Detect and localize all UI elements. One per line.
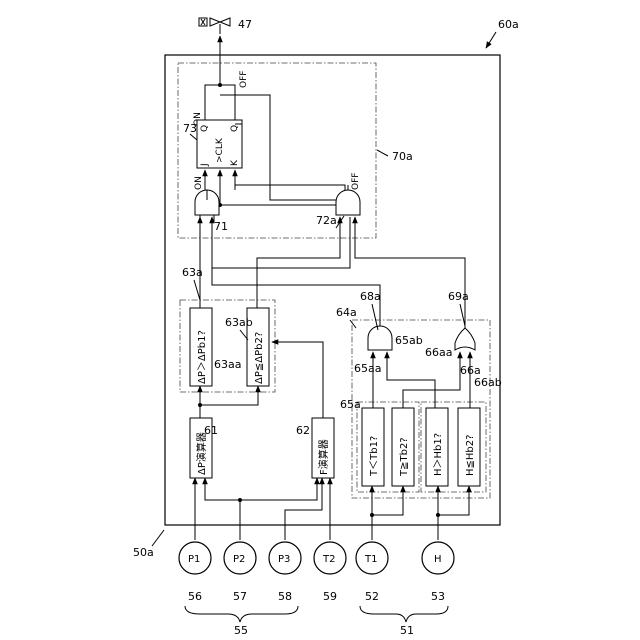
ref-50a: 50a — [133, 546, 154, 559]
text-h-gt-hb1: H＞Hb1? — [433, 433, 444, 476]
ref-51: 51 — [400, 624, 414, 637]
label-off-top: OFF — [239, 71, 249, 88]
line-63ab-to-72a — [257, 217, 340, 308]
output-line-on — [205, 36, 220, 120]
line-66aa-to-68a — [387, 352, 435, 408]
text-dp-le-pb2: ΔP≦ΔPb2? — [254, 332, 265, 384]
output-line-off — [220, 85, 235, 120]
junction-h — [436, 513, 440, 517]
sensor-p2-label: P2 — [233, 554, 245, 565]
text-dp-calc: ΔP演算器 — [195, 432, 208, 475]
ref-65aa: 65aa — [354, 362, 381, 375]
brace-51 — [360, 606, 448, 622]
ref-62: 62 — [296, 424, 310, 437]
sensor-p1-label: P1 — [188, 554, 200, 565]
sensor-h-label: H — [434, 554, 442, 565]
line-t1-b — [372, 486, 403, 515]
junction-t1 — [370, 513, 374, 517]
ref-71: 71 — [214, 220, 228, 233]
line-69a-to-72a — [355, 217, 465, 335]
ff-qbar: Q — [230, 125, 240, 132]
line-62-to-63ab — [272, 342, 323, 418]
ref-61: 61 — [204, 424, 218, 437]
k-input-route — [205, 185, 345, 193]
ref-56: 56 — [188, 590, 202, 603]
sensor-t1: T1 — [356, 542, 388, 574]
ref-66aa: 66aa — [425, 346, 452, 359]
ref-63a: 63a — [182, 266, 203, 279]
leader-50a — [152, 530, 164, 546]
and-gate-68a — [368, 326, 392, 350]
sensor-t2: T2 — [314, 542, 346, 574]
brace-55 — [185, 606, 298, 622]
and-gate-72a — [336, 190, 360, 215]
text-t-lt-tb1: T＜Tb1? — [369, 436, 380, 477]
line-61-to-63ab — [200, 386, 258, 405]
sensor-p3: P3 — [269, 542, 301, 574]
ref-63ab: 63ab — [225, 316, 253, 329]
ref-60a: 60a — [498, 18, 519, 31]
ref-59: 59 — [323, 590, 337, 603]
sensor-t1-label: T1 — [364, 554, 377, 565]
sensor-p1: P1 — [179, 542, 211, 574]
text-t-ge-tb2: T≧Tb2? — [399, 437, 410, 477]
leader-64a — [350, 320, 356, 328]
line-h-b — [438, 486, 469, 515]
label-on-gate: ON — [194, 176, 204, 190]
ref-55: 55 — [234, 624, 248, 637]
line-p3 — [285, 478, 322, 540]
ref-70a: 70a — [392, 150, 413, 163]
line-p2 — [205, 478, 240, 540]
text-h-le-hb2: H≦Hb2? — [465, 435, 476, 476]
sensor-p2: P2 — [224, 542, 256, 574]
ref-63aa: 63aa — [214, 358, 241, 371]
line-p2-to-62 — [240, 478, 317, 500]
valve-icon — [199, 18, 230, 26]
ref-72a: 72a — [316, 214, 337, 227]
ff-q: Q — [200, 125, 210, 132]
leader-69a — [460, 304, 465, 326]
sensor-t2-label: T2 — [322, 554, 335, 565]
text-dp-gt-pb1: ΔP＞ΔPb1? — [197, 330, 208, 384]
leader-63a — [194, 280, 200, 300]
ref-68a: 68a — [360, 290, 381, 303]
ff-j: J — [200, 163, 210, 167]
leader-60a — [486, 32, 496, 48]
text-f-calc: F演算器 — [317, 439, 330, 475]
ref-57: 57 — [233, 590, 247, 603]
ref-65a: 65a — [340, 398, 361, 411]
ref-65ab: 65ab — [395, 334, 423, 347]
ref-69a: 69a — [448, 290, 469, 303]
ref-58: 58 — [278, 590, 292, 603]
sensor-p3-label: P3 — [278, 554, 290, 565]
ref-52: 52 — [365, 590, 379, 603]
leader-70a — [377, 150, 388, 156]
leader-68a — [372, 304, 378, 330]
ref-66ab: 66ab — [474, 376, 502, 389]
label-off-gate: OFF — [351, 173, 361, 190]
junction-61 — [198, 403, 202, 407]
or-gate-69a — [455, 328, 475, 350]
sensor-h: H — [422, 542, 454, 574]
ff-clk: >CLK — [215, 137, 225, 163]
ref-73: 73 — [183, 122, 197, 135]
ref-53: 53 — [431, 590, 445, 603]
ref-64a: 64a — [336, 306, 357, 319]
ref-47: 47 — [238, 18, 252, 31]
